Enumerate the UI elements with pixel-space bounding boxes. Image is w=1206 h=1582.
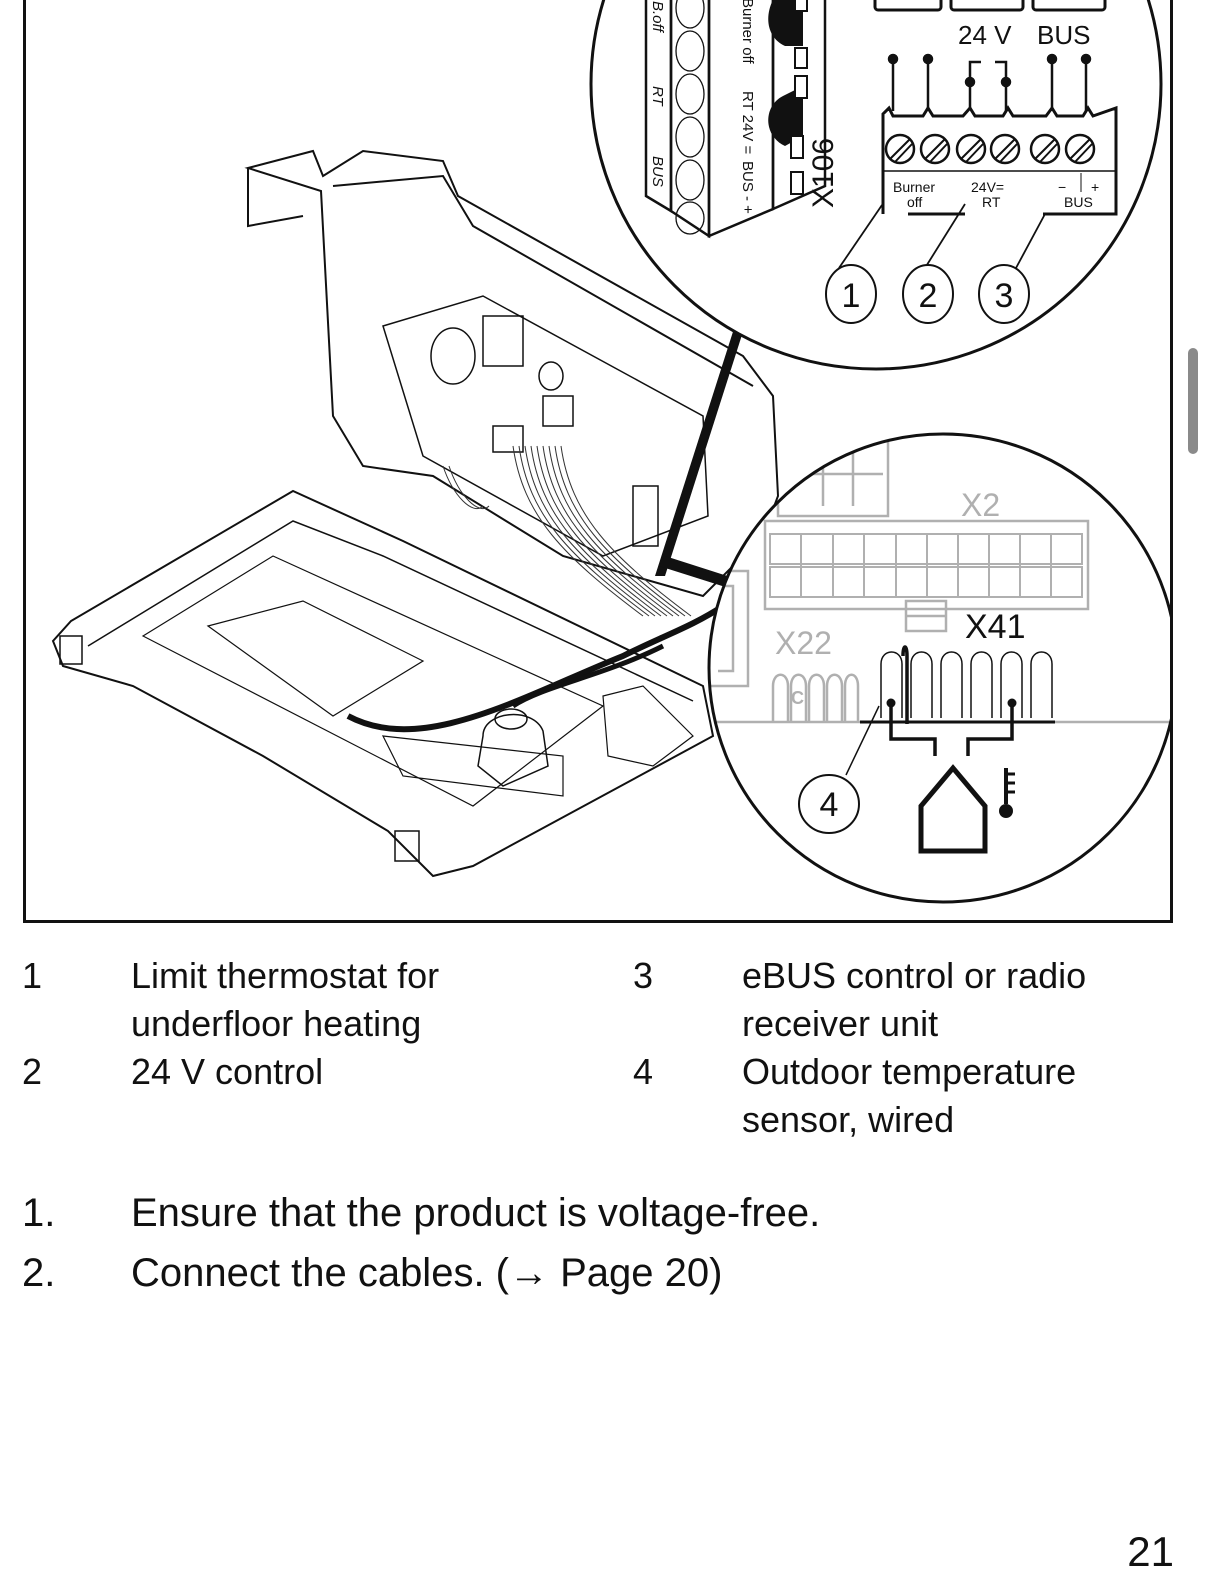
- step-number: 2.: [22, 1251, 56, 1295]
- terminal-label-burner-off: Burner: [893, 179, 935, 195]
- callout-4-label: 4: [820, 786, 839, 824]
- bottom-callout-circle: X2 X22 C X41: [707, 432, 1170, 904]
- appliance-drawing: [51, 149, 780, 878]
- legend-text: eBUS control or radio receiver unit: [742, 955, 1087, 1044]
- terminal-label-rt: RT: [982, 194, 1001, 210]
- sensor-cable: [346, 603, 725, 733]
- legend-number: 3: [633, 955, 654, 996]
- legend-number: 2: [22, 1051, 43, 1092]
- wiring-illustration: B.off RT BUS Burner off RT 24V = BUS - +…: [51, 0, 1170, 904]
- connector-label-x41: X41: [965, 608, 1026, 646]
- step-number: 1.: [22, 1191, 56, 1235]
- step-text-page-link[interactable]: Connect the cables. (→ Page 20): [131, 1251, 723, 1295]
- callout-3: [978, 264, 1030, 324]
- callout-2: [902, 264, 954, 324]
- step-text: Ensure that the product is voltage-free.: [131, 1191, 821, 1235]
- top-callout-circle: B.off RT BUS Burner off RT 24V = BUS - +…: [589, 0, 1163, 371]
- group-label-24v: 24 V: [958, 20, 1012, 50]
- callout-2-label: 2: [919, 277, 938, 315]
- connector-label-x106: X106: [807, 138, 840, 208]
- plug-side-label-rt: RT: [649, 86, 666, 108]
- callout-1: [825, 264, 877, 324]
- plug-front-label-burner: Burner off: [739, 0, 756, 64]
- group-label-bus: BUS: [1037, 20, 1090, 50]
- legend-text: Outdoor temperature sensor, wired: [742, 1051, 1077, 1140]
- terminal-label-24v: 24V=: [971, 179, 1004, 195]
- plug-side-label-bus: BUS: [649, 156, 666, 187]
- terminal-label-bus: BUS: [1064, 194, 1093, 210]
- plug-front-label-rt: RT 24V =: [739, 91, 756, 154]
- callout-leader-top: [655, 316, 748, 576]
- scrollbar-thumb[interactable]: [1188, 348, 1198, 454]
- legend-number: 4: [633, 1051, 654, 1092]
- terminal-label-bus-plus: +: [1091, 179, 1099, 195]
- callout-3-label: 3: [995, 277, 1014, 315]
- terminal-label-bus-minus: −: [1058, 179, 1066, 195]
- x22-mark: C: [791, 688, 804, 708]
- callout-leader-bottom: [659, 556, 743, 591]
- legend-number: 1: [22, 955, 43, 996]
- figure-frame: B.off RT BUS Burner off RT 24V = BUS - +…: [23, 0, 1173, 923]
- legend-text: Limit thermostat for underfloor heating: [131, 955, 440, 1044]
- terminal-label-off: off: [907, 194, 922, 210]
- plug-side-label-boff: B.off: [649, 1, 666, 34]
- legend-text: 24 V control: [131, 1051, 324, 1092]
- page-number: 21: [1127, 1528, 1174, 1575]
- outdoor-temperature-sensor-icon: [918, 764, 1015, 854]
- callout-4: [798, 774, 860, 834]
- connector-label-x2: X2: [961, 487, 1000, 523]
- plug-front-label-bus: BUS - +: [739, 161, 756, 214]
- connector-label-x22: X22: [775, 625, 832, 661]
- callout-1-label: 1: [842, 277, 861, 315]
